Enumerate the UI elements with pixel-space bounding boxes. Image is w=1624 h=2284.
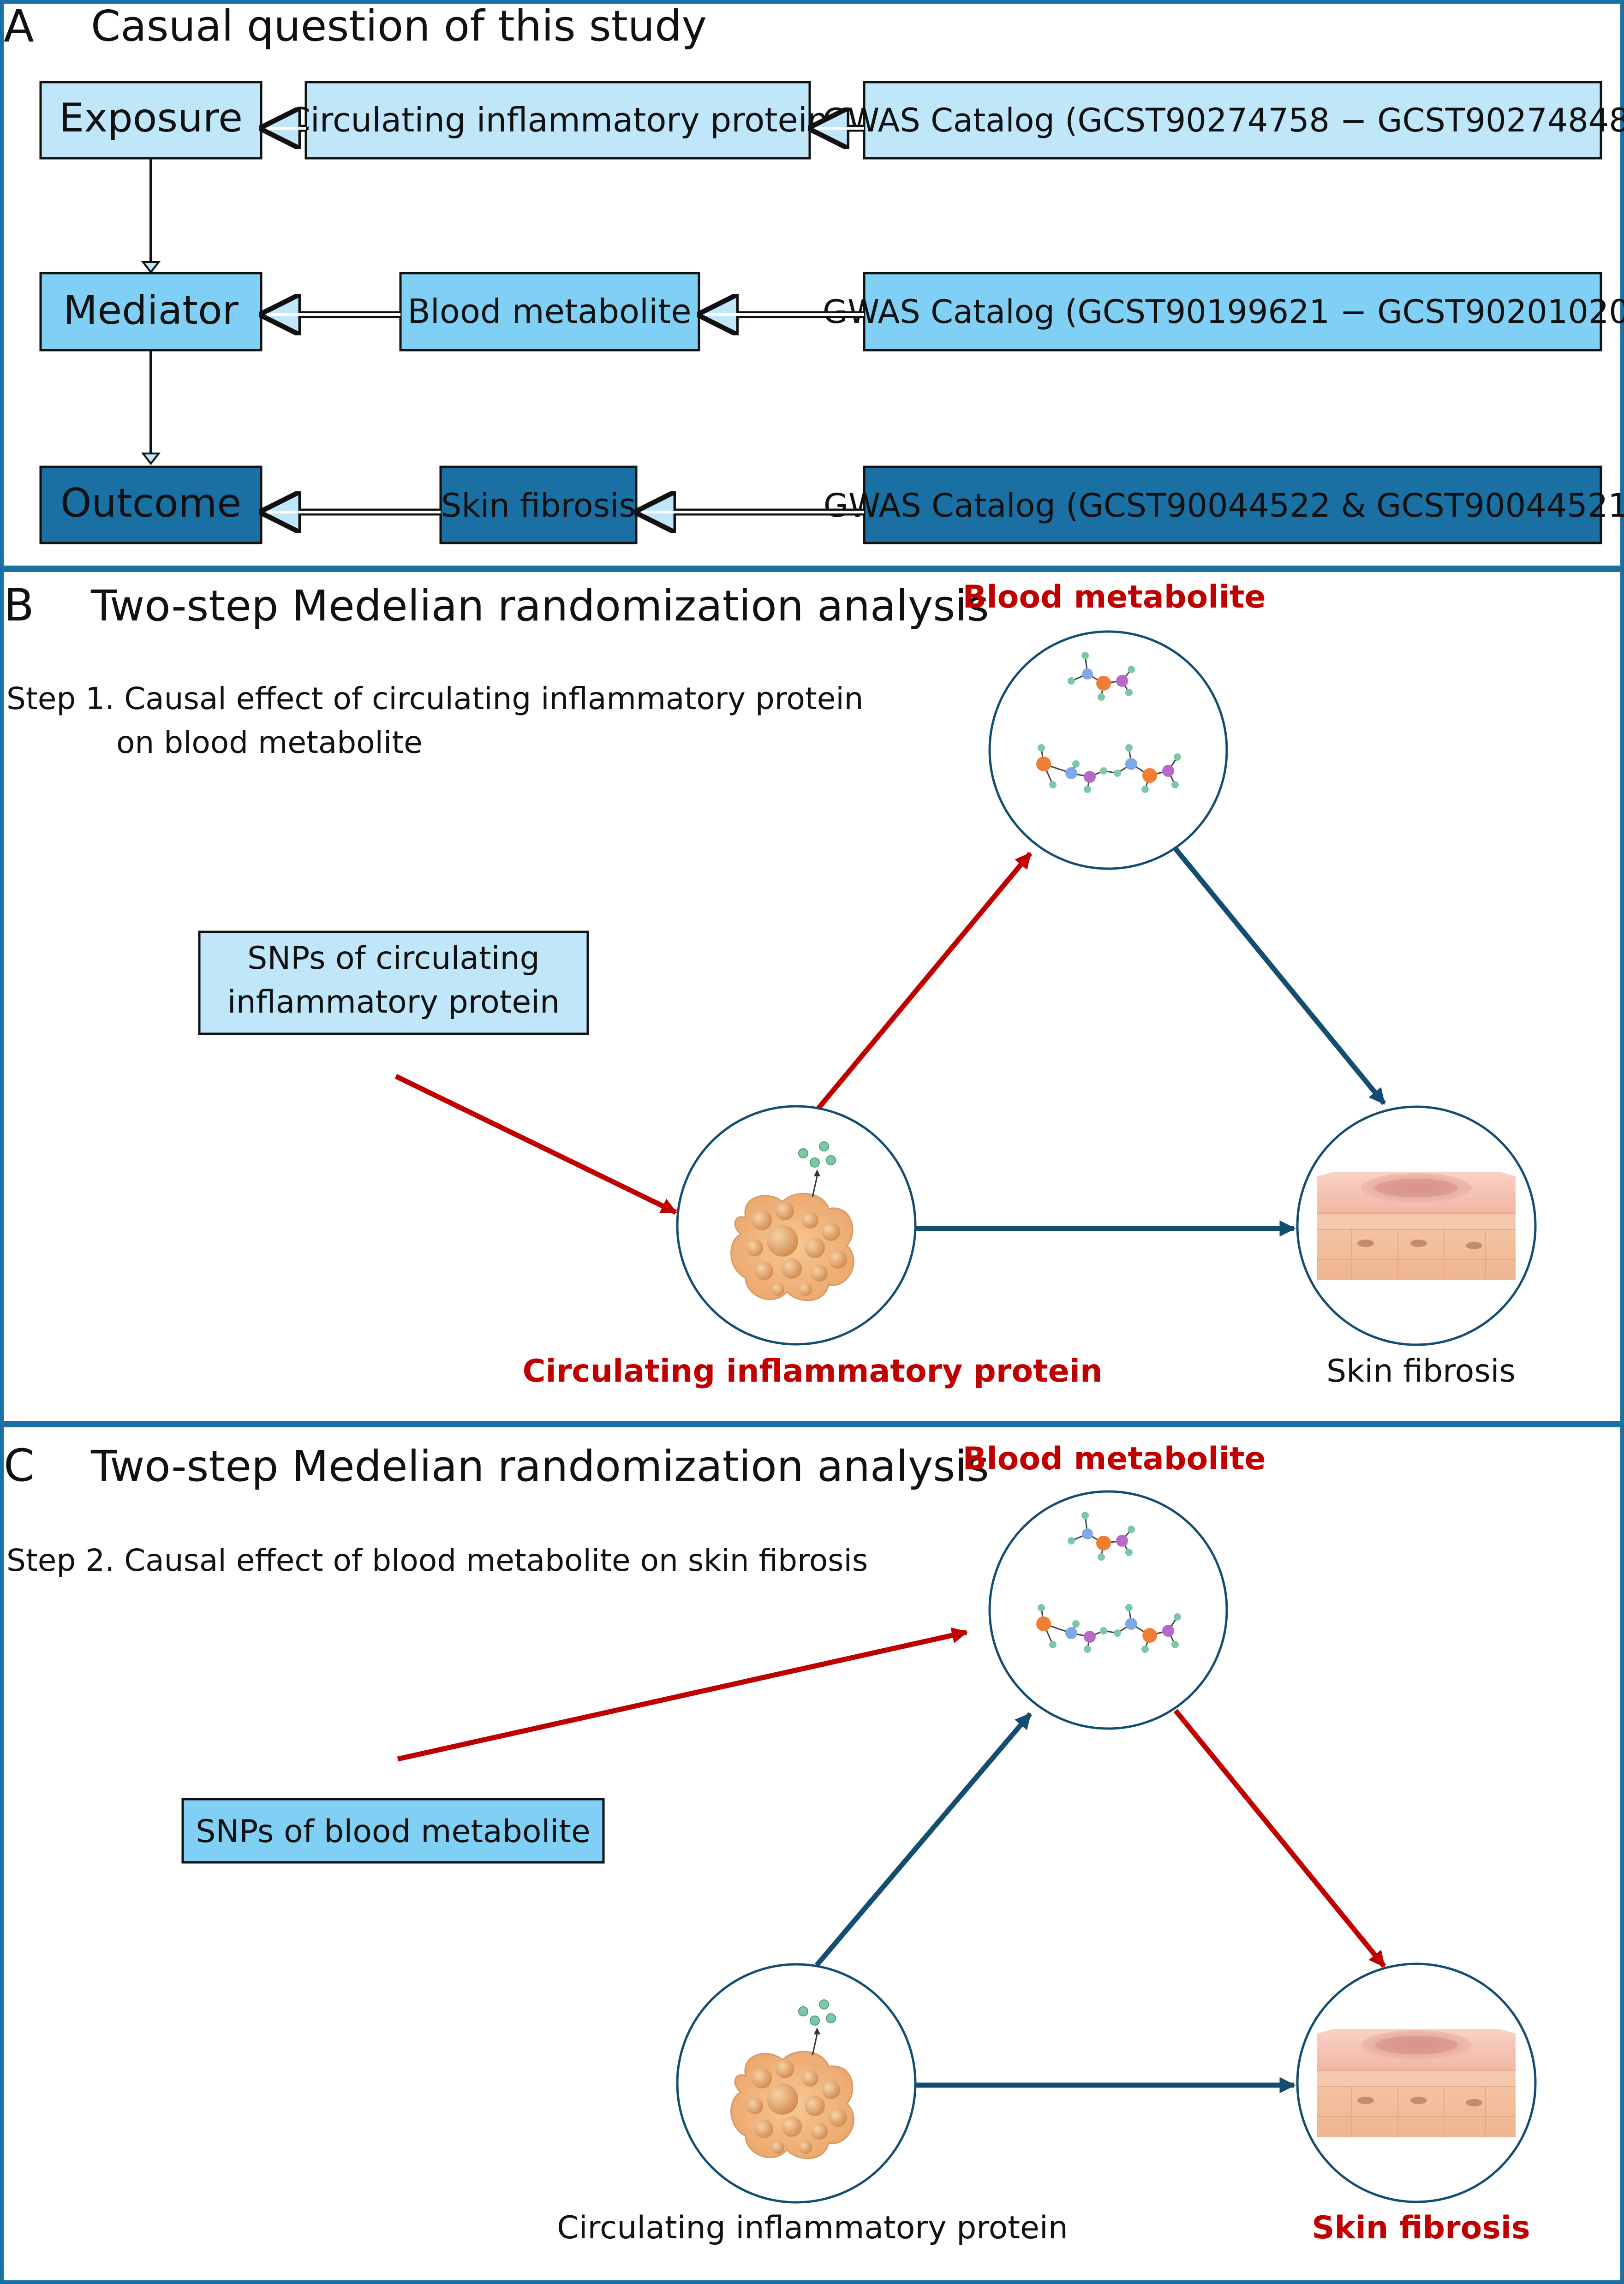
panel-b-node-right-label: Skin fibrosis <box>1326 1353 1516 1389</box>
panel-c-metabolite-to-fibrosis-arrow <box>1173 1709 1386 1968</box>
panel-b-node-top-label: Blood metabolite <box>963 579 1266 615</box>
panel-c-protein-node <box>676 1963 917 2204</box>
panel-a: A Casual question of this study Exposure… <box>0 0 1624 569</box>
panel-c-snp-arrow <box>397 1627 968 1762</box>
panel-c-snp-box <box>181 1798 605 1864</box>
panel-b-title: Two-step Medelian randomization analysis <box>90 581 989 631</box>
mediator-source-label: GWAS Catalog (GCST90199621 − GCST9020102… <box>823 293 1624 331</box>
panel-c-letter: C <box>4 1440 35 1491</box>
mediator-source-box <box>863 272 1602 352</box>
panel-b-snp-line2: inflammatory protein <box>227 984 560 1020</box>
panel-c-node-top-label: Blood metabolite <box>963 1441 1266 1477</box>
panel-c-node-left-label: Circulating inflammatory protein <box>557 2210 1068 2246</box>
panel-b-metabolite-node <box>988 630 1228 870</box>
outcome-trait-label: Skin fibrosis <box>441 487 636 525</box>
panel-b-snp-arrow <box>394 1074 678 1215</box>
panel-c-frame <box>0 1424 1624 2284</box>
panel-b-step-line2: on blood metabolite <box>116 725 423 760</box>
exposure-trait-label: Circulating inflammatory protein <box>287 101 829 139</box>
mediator-trait-label: Blood metabolite <box>407 292 691 331</box>
panel-b-node-left-label: Circulating inflammatory protein <box>523 1353 1103 1389</box>
panel-b-fibrosis-node <box>1296 1105 1537 1346</box>
mediator-to-outcome-head <box>141 453 161 465</box>
panel-c-fibrosis-node <box>1296 1962 1537 2203</box>
panel-c-protein-to-metabolite-arrow <box>814 1712 1033 1967</box>
panel-b: B Two-step Medelian randomization analys… <box>0 568 1624 1425</box>
panel-c-step-line1: Step 2. Causal effect of blood metabolit… <box>6 1543 868 1578</box>
panel-c-snp-line1: SNPs of blood metabolite <box>196 1813 591 1850</box>
panel-b-protein-to-metabolite-arrow <box>814 852 1033 1112</box>
panel-c-metabolite-node <box>988 1490 1228 1730</box>
panel-b-protein-node <box>676 1105 917 1346</box>
panel-a-frame <box>0 0 1624 569</box>
exposure-to-mediator-head <box>141 261 161 274</box>
outcome-label: Outcome <box>60 480 242 526</box>
outcome-trait-box <box>439 465 638 544</box>
exposure-source-box <box>863 81 1602 160</box>
panel-c: C Two-step Medelian randomization analys… <box>0 1424 1624 2284</box>
panel-c-node-right-label: Skin fibrosis <box>1312 2210 1530 2246</box>
panel-c-title: Two-step Medelian randomization analysis <box>90 1442 989 1491</box>
exposure-source-label: GWAS Catalog (GCST90274758 − GCST9027484… <box>823 101 1624 139</box>
panel-b-snp-box <box>198 930 589 1035</box>
mediator-label: Mediator <box>63 287 239 334</box>
outcome-source-label: GWAS Catalog (GCST90044522 & GCST9004452… <box>824 487 1624 525</box>
mediator-trait-box <box>399 272 700 352</box>
panel-b-step-line1: Step 1. Causal effect of circulating inf… <box>6 681 864 716</box>
panel-b-letter: B <box>4 579 34 631</box>
panel-b-snp-line1: SNPs of circulating <box>247 940 540 977</box>
outcome-source-box <box>863 465 1602 544</box>
panel-b-metabolite-to-fibrosis-arrow <box>1173 847 1386 1105</box>
panel-a-title: Casual question of this study <box>91 1 707 51</box>
panel-b-frame <box>0 568 1624 1425</box>
exposure-label: Exposure <box>59 95 243 141</box>
panel-a-letter: A <box>4 0 34 52</box>
exposure-trait-box <box>304 81 811 160</box>
